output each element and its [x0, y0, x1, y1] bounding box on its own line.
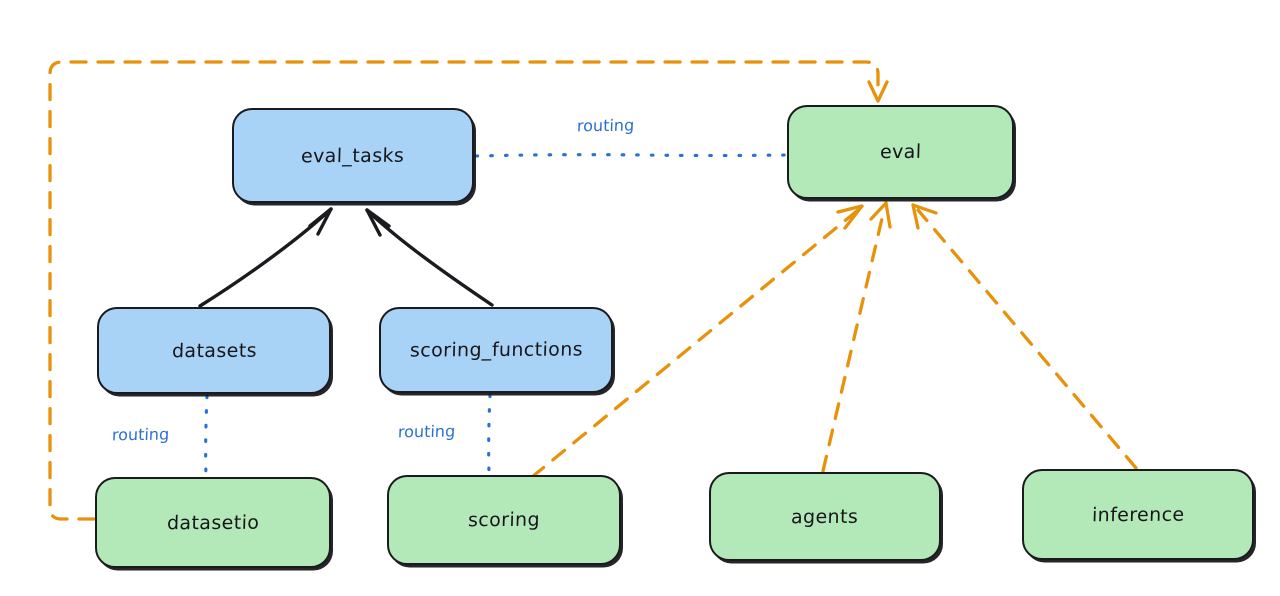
edge-scoring_functions-eval_tasks [365, 208, 494, 307]
node-eval-tasks[interactable]: eval_tasks [232, 108, 474, 203]
edge-label-routing-eval-tasks-eval: routing [576, 115, 635, 136]
edge-datasets-datasetio [204, 394, 209, 478]
edge-label-routing-scoring-functions-scoring: routing [397, 421, 456, 442]
node-label: eval [879, 140, 922, 164]
node-label: scoring [467, 508, 541, 532]
edge-datasets-eval_tasks [198, 207, 333, 308]
node-label: scoring_functions [409, 338, 583, 362]
node-scoring[interactable]: scoring [387, 475, 621, 565]
node-inference[interactable]: inference [1022, 469, 1254, 560]
node-label: inference [1091, 503, 1185, 526]
edge-eval_tasks-eval [474, 153, 788, 158]
edge-scoring_functions-scoring [487, 393, 492, 476]
edge-agents-eval [821, 201, 892, 473]
node-label: eval_tasks [301, 144, 405, 167]
node-label: agents [791, 505, 859, 528]
node-datasetio[interactable]: datasetio [95, 477, 331, 568]
node-eval[interactable]: eval [787, 105, 1014, 199]
node-scoring-functions[interactable]: scoring_functions [379, 307, 613, 393]
node-datasets[interactable]: datasets [97, 307, 331, 394]
node-label: datasetio [166, 511, 260, 534]
node-label: datasets [171, 339, 257, 362]
node-agents[interactable]: agents [709, 472, 941, 561]
edge-inference-eval [911, 203, 1138, 470]
edge-label-routing-datasets-datasetio: routing [111, 424, 170, 445]
